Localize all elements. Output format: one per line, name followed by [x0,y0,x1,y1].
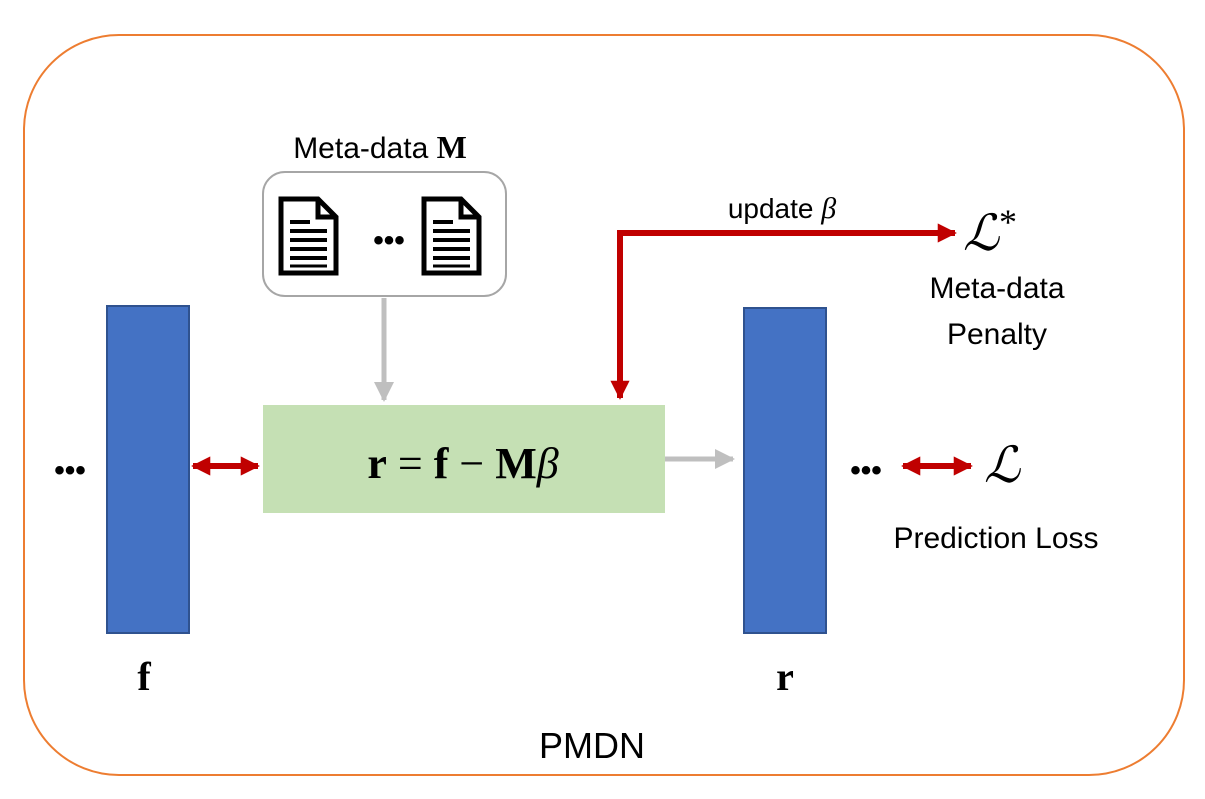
metadata-label-symbol: M [437,129,467,165]
equation-M: M [495,439,537,488]
meta-penalty-star: * [999,202,1017,242]
input-left-dots: ••• [54,454,86,487]
output-layer-bar [743,307,827,634]
equation-box [263,405,665,513]
document-icon [421,196,482,276]
input-layer-bar [106,305,190,634]
input-layer-label: f [137,654,151,699]
prediction-loss-symbol: ℒ [984,437,1021,493]
pmdn-container [23,34,1185,776]
metadata-group: Meta-data M ••• [262,129,507,297]
meta-penalty-line2: Penalty [947,318,1047,351]
update-beta-label-text: update [728,193,821,224]
prediction-loss-label: Prediction Loss [893,522,1098,555]
equation-f: f [434,439,450,488]
meta-penalty-L: ℒ [963,205,1000,261]
metadata-label-text: Meta-data [293,132,436,165]
meta-penalty-symbol: ℒ* [963,202,1017,261]
update-beta-label: update β [728,192,836,225]
metadata-ellipsis: ••• [373,224,405,257]
update-beta-arrow [610,223,957,400]
equation-text: r = f − Mβ [367,439,558,488]
equation-beta: β [536,439,559,488]
pmdn-label: PMDN [539,725,645,766]
equation-r: r [367,439,387,488]
equation-minus: − [448,439,495,488]
document-icon [278,196,339,276]
equation-equals: = [387,439,434,488]
metadata-label: Meta-data M [293,129,467,165]
output-layer-label: r [776,654,794,699]
update-beta-label-beta: β [820,192,836,225]
meta-penalty-line1: Meta-data [929,272,1064,305]
output-right-dots: ••• [850,454,882,487]
